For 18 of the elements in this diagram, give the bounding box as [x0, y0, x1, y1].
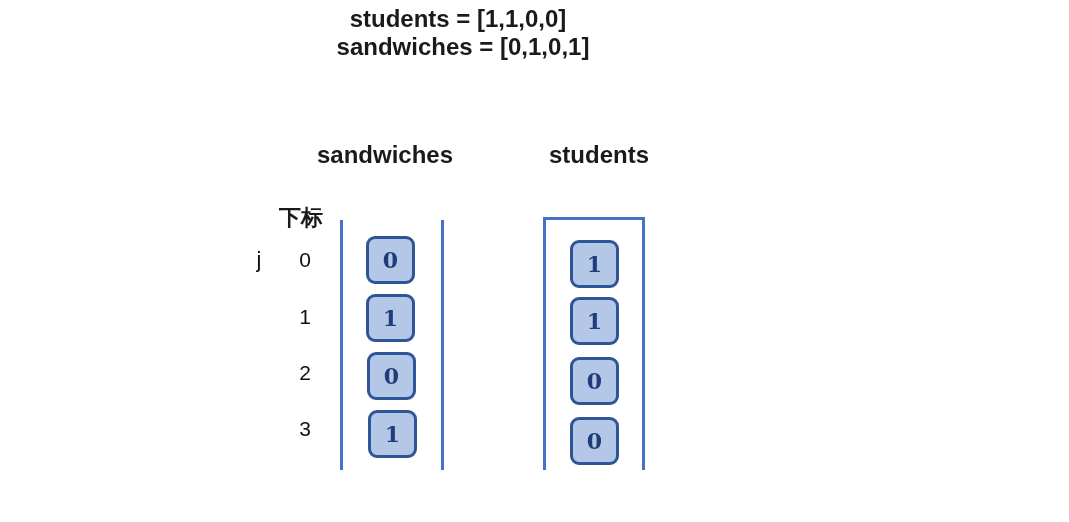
array-definition: students = [1,1,0,0] — [349, 7, 567, 31]
value-box: 1 — [368, 410, 417, 458]
pointer-label: j — [256, 249, 262, 271]
value-box: 1 — [570, 240, 619, 288]
value-box: 0 — [366, 236, 415, 284]
column-heading: sandwiches — [316, 143, 454, 167]
value-box: 0 — [570, 357, 619, 405]
column-heading: students — [549, 143, 649, 167]
index-number: 2 — [299, 361, 311, 383]
value-box: 0 — [570, 417, 619, 465]
index-heading: 下标 — [279, 207, 323, 229]
index-number: 1 — [299, 305, 311, 327]
index-number: 3 — [299, 417, 311, 439]
value-box: 1 — [366, 294, 415, 342]
value-box: 0 — [367, 352, 416, 400]
value-box: 1 — [570, 297, 619, 345]
index-number: 0 — [299, 248, 311, 270]
array-definition: sandwiches = [0,1,0,1] — [336, 35, 590, 59]
